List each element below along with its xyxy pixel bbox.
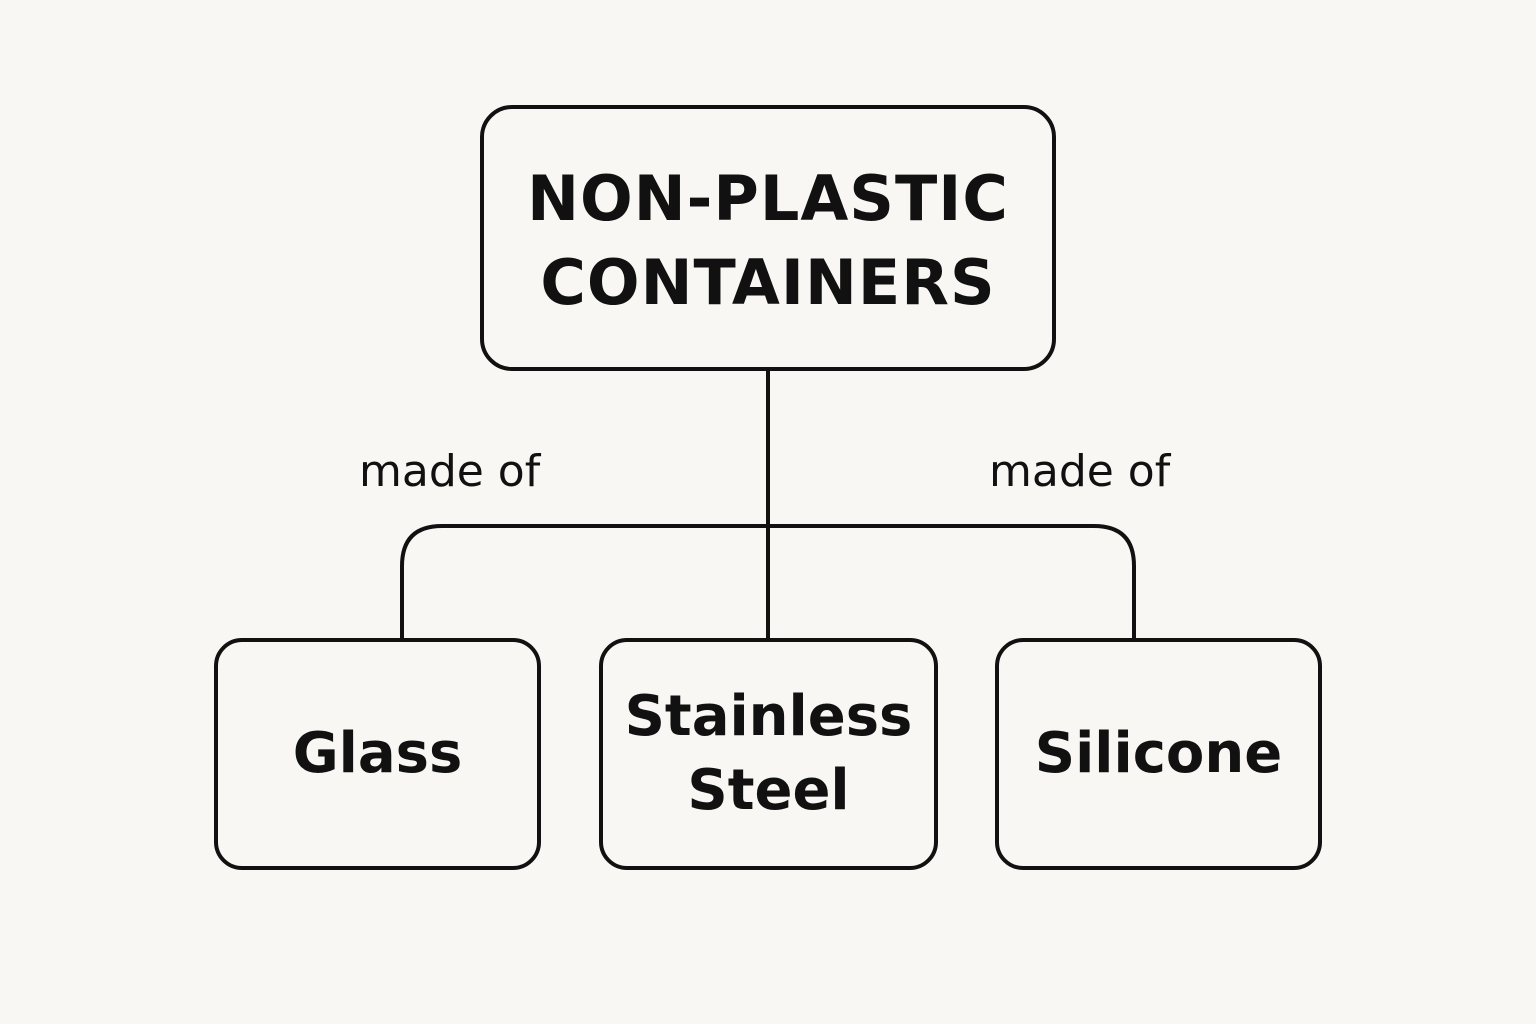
branch-connector: [400, 524, 1136, 638]
child-node-glass: Glass: [214, 638, 541, 870]
child-label-silicone: Silicone: [1034, 721, 1283, 786]
child-label-stainless-line-1: Stainless: [624, 684, 913, 749]
child-label-glass: Glass: [292, 721, 463, 786]
child-node-stainless-steel: Stainless Steel: [599, 638, 938, 870]
child-node-silicone: Silicone: [995, 638, 1322, 870]
root-node: NON-PLASTIC CONTAINERS: [480, 105, 1056, 371]
root-title-line-1: NON-PLASTIC: [527, 162, 1009, 235]
child-label-stainless-line-2: Steel: [687, 758, 850, 823]
edge-label-right: made of: [989, 446, 1171, 497]
edge-label-left: made of: [359, 446, 541, 497]
root-title-line-2: CONTAINERS: [540, 246, 996, 319]
